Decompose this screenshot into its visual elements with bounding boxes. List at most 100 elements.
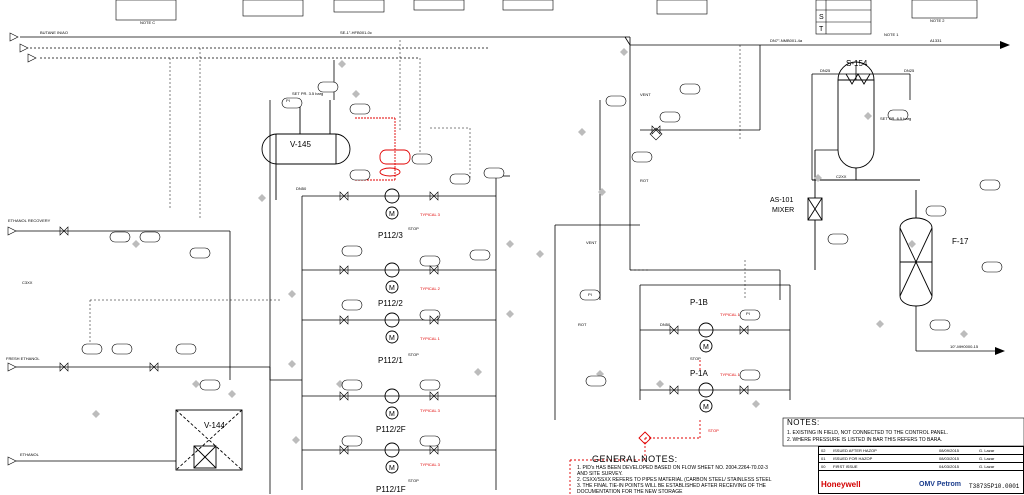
p1b-label: P-1B xyxy=(690,298,708,307)
header-note-c: NOTE C xyxy=(140,20,155,25)
outlet-arrow-mid xyxy=(995,347,1005,355)
ethanol-pl-label: ETHANOL xyxy=(20,452,40,457)
pump-p112-2 xyxy=(384,262,400,294)
p1a-label: P-1A xyxy=(690,369,708,378)
rev-number: 02 xyxy=(821,448,826,453)
p112-1-label: P112/1 xyxy=(378,356,403,365)
rev-author: G. Lazar xyxy=(979,448,995,453)
revision-row: 02 ISSUED AFTER HAZOP 08/09/2015 G. Laza… xyxy=(819,447,1023,455)
pi-label-1: PI xyxy=(286,98,290,103)
outlet-arrow-top xyxy=(1000,41,1010,49)
instrument-bubbles xyxy=(81,81,1003,447)
pump-motor-m-2: M xyxy=(389,285,395,292)
general-note-line-3: 2. CSXX/SSXX REFERS TO PIPES MATERIAL (C… xyxy=(577,477,772,483)
rot-label-2: ROT xyxy=(640,178,649,183)
notes-title: NOTES: xyxy=(787,418,820,427)
rev-date: 04/03/2015 xyxy=(939,464,960,469)
rev-description: ISSUED AFTER HAZOP xyxy=(833,448,877,453)
typical-label-2: TYPICAL 2 xyxy=(420,286,441,291)
p112-2f-label: P112/2F xyxy=(376,425,406,434)
stop-label-3: STOP xyxy=(408,478,419,483)
line-tag-top-far: A1331 xyxy=(930,38,942,43)
valves xyxy=(59,125,749,455)
rev-author: G. Lazar xyxy=(979,456,995,461)
pump-p1a xyxy=(698,382,714,413)
dn-label-4: DN25 xyxy=(904,68,915,73)
typical-label-7: TYPICAL 1 xyxy=(720,372,741,377)
interlock-diamonds xyxy=(92,48,968,444)
header-note-1: NOTE 1 xyxy=(884,32,899,37)
stop-label-1: STOP xyxy=(408,226,419,231)
level-gauge-red xyxy=(355,117,411,181)
header-note-2: NOTE 2 xyxy=(930,18,945,23)
dn-label-2: DN50 xyxy=(660,322,671,327)
revision-row: 00 FIRST ISSUE 04/03/2015 G. Lazar xyxy=(819,463,1023,471)
vessel-v145 xyxy=(261,100,351,200)
pump-p112-2f xyxy=(384,388,400,420)
typical-label-1: TYPICAL 3 xyxy=(420,212,441,217)
header-t: T xyxy=(819,26,824,33)
general-notes-title: GENERAL NOTES: xyxy=(592,454,678,464)
set-pressure-label-2: SET PR. 6.5 barg xyxy=(880,116,911,121)
s154-label: S-154 xyxy=(846,59,868,68)
general-note-line-1: 1. PID's HAS BEEN DEVELOPED BASED ON FLO… xyxy=(577,465,768,471)
rev-date: 08/03/2015 xyxy=(939,456,960,461)
dn-label-3: DN25 xyxy=(820,68,831,73)
stop-label-2: STOP xyxy=(408,352,419,357)
pump-motor-m-6: M xyxy=(703,344,709,351)
general-note-line-5: DOCUMENTATION FOR THE NEW STORAGE xyxy=(577,489,683,495)
pump-p112-3 xyxy=(384,188,400,220)
pi-label-3: PI xyxy=(746,311,750,316)
mixer-label: MIXER xyxy=(772,207,794,214)
typical-label-3: TYPICAL 1 xyxy=(420,336,441,341)
rot-label-1: ROT xyxy=(578,322,587,327)
general-note-line-4: 3. THE FINAL TIE-IN POINTS WILL BE ESTAB… xyxy=(577,483,767,489)
vent-label-2: VENT xyxy=(640,92,651,97)
line-tag-mid-right: 10"-MH0000-15 xyxy=(950,344,979,349)
mixer-as101 xyxy=(807,150,823,270)
process-lines xyxy=(16,37,995,494)
pump-motor-m-4: M xyxy=(389,411,395,418)
rev-description: ISSUED FOR HAZOP xyxy=(833,456,873,461)
stop-label-4: STOP xyxy=(690,356,701,361)
set-pressure-label: SET PR. 3.5 barg xyxy=(292,91,323,96)
document-number: T38735P10.0001 xyxy=(969,483,1020,490)
vent-label-1: VENT xyxy=(586,240,597,245)
general-notes-panel: GENERAL NOTES: 1. PID's HAS BEEN DEVELOP… xyxy=(577,454,797,495)
v145-label: V-145 xyxy=(290,140,311,149)
header-s: S xyxy=(819,14,824,21)
line-tag-top: SE-1"-HFB001-0c xyxy=(340,30,372,35)
dn-label-1: DN50 xyxy=(296,186,307,191)
rev-number: 01 xyxy=(821,456,826,461)
typical-label-5: TYPICAL 3 xyxy=(420,462,441,467)
title-block: 02 ISSUED AFTER HAZOP 08/09/2015 G. Laza… xyxy=(818,446,1024,494)
line-tag-top-right: DN7"-NMB001-4a xyxy=(770,38,803,43)
signal-lines xyxy=(89,40,746,350)
ethanol-recovery-label: ETHANOL RECOVERY xyxy=(8,218,51,223)
c3xx-label: C3XX xyxy=(22,280,33,285)
rev-number: 00 xyxy=(821,464,826,469)
separator-s154 xyxy=(812,61,920,181)
note-line-2: 2. WHERE PRESSURE IS LISTED IN BAR THIS … xyxy=(787,437,943,443)
p112-1f-label: P112/1F xyxy=(376,485,406,494)
vessel-v144 xyxy=(175,409,243,471)
left-inlets xyxy=(7,32,37,466)
f17-label: F-17 xyxy=(952,237,969,246)
pi-label-2: PI xyxy=(588,292,592,297)
note-line-1: 1. EXISTING IN FIELD, NOT CONNECTED TO T… xyxy=(787,430,949,436)
header-tables xyxy=(115,0,978,35)
pump-column-right xyxy=(554,100,791,420)
pump-motor-m-7: M xyxy=(703,404,709,411)
red-tie-in xyxy=(569,360,701,494)
pump-p112-1 xyxy=(384,312,400,344)
stop-label-5: STOP xyxy=(708,428,719,433)
typical-label-4: TYPICAL 3 xyxy=(420,408,441,413)
general-note-line-2: AND SITE SURVEY. xyxy=(577,471,623,477)
p112-3-label: P112/3 xyxy=(378,231,403,240)
p112-2-label: P112/2 xyxy=(378,299,403,308)
pump-motor-m-1: M xyxy=(389,211,395,218)
notes-panel: NOTES: 1. EXISTING IN FIELD, NOT CONNECT… xyxy=(783,418,1024,494)
red-tie-in-diamond xyxy=(638,431,652,445)
c2xx-label: C2XX xyxy=(836,174,847,179)
